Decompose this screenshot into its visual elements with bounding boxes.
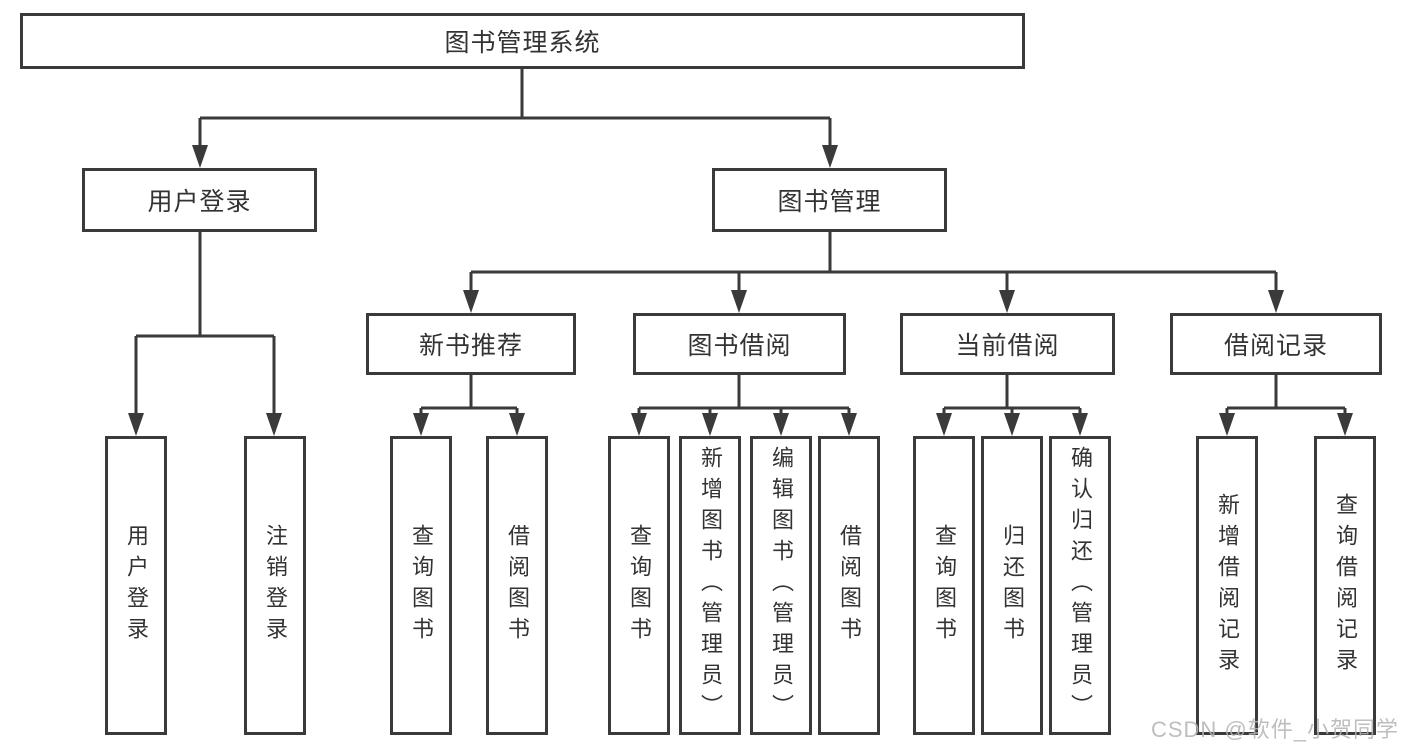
arrow-down-icon (731, 290, 747, 313)
leaf-user-login: 用户登录 (105, 436, 167, 735)
leaf-logout: 注销登录 (244, 436, 306, 735)
arrow-down-icon (509, 413, 525, 436)
arrow-down-icon (936, 413, 952, 436)
leaf-confirm-return-admin: 确认归还（管理员） (1049, 436, 1111, 735)
leaf-add-borrow-record: 新增借阅记录 (1196, 436, 1258, 735)
arrow-down-icon (841, 413, 857, 436)
leaf-return-books: 归还图书 (981, 436, 1043, 735)
node-user-login: 用户登录 (82, 168, 317, 232)
node-borrowing-records-label: 借阅记录 (1223, 332, 1328, 360)
arrowheads (128, 145, 1353, 436)
arrow-down-icon (999, 290, 1015, 313)
arrow-down-icon (463, 290, 479, 313)
arrow-down-icon (631, 413, 647, 436)
arrow-down-icon (1268, 290, 1284, 313)
node-book-borrowing-label: 图书借阅 (687, 332, 792, 360)
leaf-query-books-2: 查询图书 (608, 436, 670, 735)
leaf-label: 查询图书 (627, 523, 652, 648)
leaf-edit-book-admin: 编辑图书（管理员） (750, 436, 812, 735)
leaf-label: 用户登录 (124, 523, 149, 648)
arrow-down-icon (1004, 413, 1020, 436)
leaf-label: 借阅图书 (505, 523, 530, 648)
node-borrowing-records: 借阅记录 (1170, 313, 1382, 375)
leaf-query-books-3: 查询图书 (913, 436, 975, 735)
arrow-down-icon (192, 145, 208, 168)
node-user-login-label: 用户登录 (147, 188, 252, 216)
arrow-down-icon (266, 413, 282, 436)
arrow-down-icon (1337, 413, 1353, 436)
leaf-label: 新增图书（管理员） (698, 446, 723, 725)
arrow-down-icon (128, 413, 144, 436)
leaf-label: 归还图书 (1000, 523, 1025, 648)
leaf-borrow-books-2: 借阅图书 (818, 436, 880, 735)
leaf-label: 新增借阅记录 (1215, 492, 1240, 679)
leaf-label: 查询图书 (409, 523, 434, 648)
leaf-label: 借阅图书 (837, 523, 862, 648)
leaf-label: 注销登录 (263, 523, 288, 648)
node-new-book-recommend: 新书推荐 (366, 313, 576, 375)
arrow-down-icon (773, 413, 789, 436)
leaf-query-books-1: 查询图书 (390, 436, 452, 735)
leaf-borrow-books-1: 借阅图书 (486, 436, 548, 735)
node-book-borrowing: 图书借阅 (633, 313, 846, 375)
leaf-label: 确认归还（管理员） (1068, 446, 1093, 725)
node-book-management: 图书管理 (712, 168, 947, 232)
connector-trunks (136, 69, 1345, 410)
arrow-down-icon (413, 413, 429, 436)
leaf-add-book-admin: 新增图书（管理员） (679, 436, 741, 735)
node-root: 图书管理系统 (20, 13, 1025, 69)
node-new-book-recommend-label: 新书推荐 (418, 332, 523, 360)
node-current-borrowing: 当前借阅 (900, 313, 1115, 375)
watermark: CSDN @软件_小贺同学 (1150, 717, 1399, 742)
arrow-down-icon (822, 145, 838, 168)
arrow-down-icon (1219, 413, 1235, 436)
arrow-down-icon (702, 413, 718, 436)
leaf-label: 查询图书 (932, 523, 957, 648)
node-book-management-label: 图书管理 (777, 188, 882, 216)
node-root-label: 图书管理系统 (444, 29, 601, 57)
arrow-down-icon (1072, 413, 1088, 436)
leaf-label: 查询借阅记录 (1333, 492, 1358, 679)
node-current-borrowing-label: 当前借阅 (955, 332, 1060, 360)
leaf-query-borrow-record: 查询借阅记录 (1314, 436, 1376, 735)
leaf-label: 编辑图书（管理员） (769, 446, 794, 725)
